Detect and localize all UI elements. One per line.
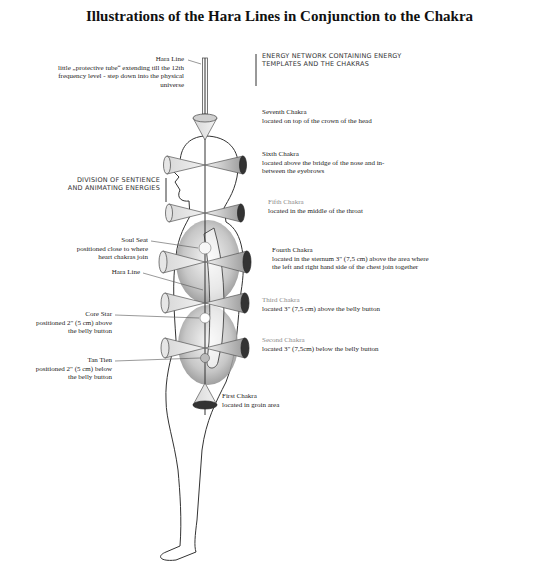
chakra-pair	[159, 251, 251, 273]
chakra-pair	[161, 293, 249, 313]
label-note: Second Chakra	[262, 336, 382, 344]
label-note: positioned close to where heart chakras …	[76, 245, 148, 262]
chakra-pair	[164, 156, 247, 174]
label-heading: located on top of the crown of the head	[262, 117, 432, 125]
title: Illustrations of the Hara Lines in Conju…	[0, 8, 559, 25]
core-star	[200, 313, 210, 323]
bracket	[256, 54, 257, 86]
label-note: Fourth Chakra	[272, 246, 392, 254]
leader-line	[143, 273, 203, 290]
label-note: located in the middle of the throat	[268, 207, 438, 215]
label-note: Sixth Chakra	[262, 150, 382, 158]
label-note: Tan Tien	[52, 356, 112, 364]
leader-line	[115, 358, 200, 361]
label-heading: positioned 2" (5 cm) above the belly but…	[30, 319, 112, 336]
label-heading: Hara Line	[80, 268, 140, 276]
label-note: Seventh Chakra	[262, 108, 382, 116]
chakra-pair	[166, 204, 245, 222]
leader-line	[151, 241, 198, 248]
soul-seat	[199, 242, 211, 254]
label-heading: Fifth Chakra	[268, 198, 388, 206]
label-heading: ENERGY NETWORK CONTAINING ENERGY TEMPLAT…	[262, 53, 402, 69]
tan-tien	[201, 354, 210, 363]
label-note: Third Chakra	[262, 296, 382, 304]
label-heading: positioned 2" (5 cm) below the belly but…	[26, 365, 112, 382]
chakra-mouth	[193, 401, 217, 409]
chakra-mouth	[193, 114, 217, 122]
label-note: little „protective tube“ extending till …	[54, 64, 184, 89]
label-note: First Chakra	[222, 392, 342, 400]
label-note: DIVISION OF SENTIENCE AND ANIMATING ENER…	[60, 177, 160, 193]
leader-line	[115, 315, 199, 318]
leader-line	[188, 60, 201, 64]
label-heading: located in the sternum 3" (7,5 cm) above…	[272, 255, 437, 272]
label-heading: located in groin area	[222, 401, 342, 409]
label-note: Core Star	[52, 310, 112, 318]
label-heading: Soul Seat	[58, 236, 148, 244]
label-heading: located above the bridge of the nose and…	[262, 159, 392, 176]
label-heading: located 3" (7,5 cm) above the belly butt…	[262, 305, 432, 313]
label-heading: Hara Line	[124, 55, 184, 63]
bracket	[166, 178, 167, 202]
label-heading: located 3" (7,5cm) below the belly butto…	[262, 345, 432, 353]
